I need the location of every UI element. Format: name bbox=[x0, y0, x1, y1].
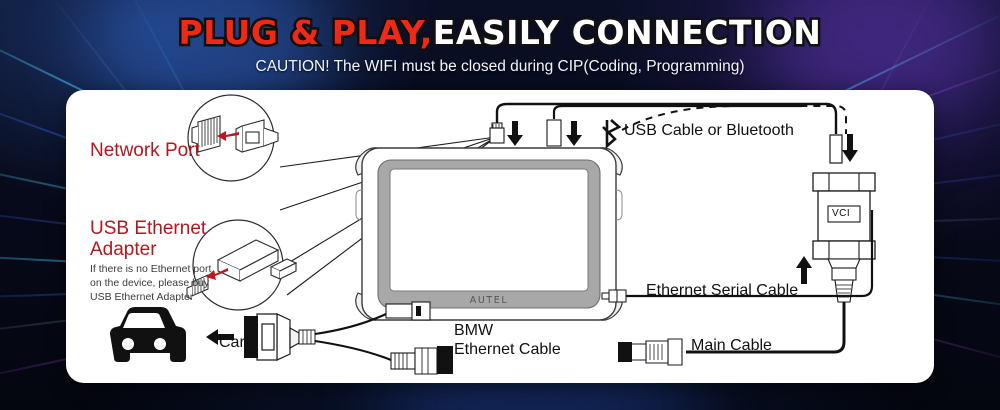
page-subtitle: CAUTION! The WIFI must be closed during … bbox=[255, 58, 745, 75]
label-ethernet-serial-cable: Ethernet Serial Cable bbox=[646, 282, 799, 299]
page-title: PLUG & PLAY,EASILY CONNECTION bbox=[0, 13, 1000, 52]
label-usb-ethernet-adapter-line1: USB Ethernet bbox=[90, 218, 207, 239]
main-cable-path bbox=[686, 302, 846, 354]
connection-diagram: AUTEL bbox=[110, 94, 876, 375]
label-main-cable: Main Cable bbox=[691, 337, 772, 354]
car-icon bbox=[110, 307, 186, 362]
tablet-usb-port bbox=[546, 119, 562, 147]
autel-tablet: AUTEL bbox=[355, 147, 623, 321]
usb-cable-path bbox=[495, 102, 838, 134]
label-usb-cable-or-bluetooth: USB Cable or Bluetooth bbox=[624, 122, 794, 139]
magnifier-network-port-icon bbox=[187, 94, 279, 182]
bmw-ethernet-cable bbox=[244, 301, 453, 375]
label-usb-ethernet-adapter-line2: Adapter bbox=[90, 239, 157, 261]
adapter-note-line2: on the device, please buy bbox=[90, 276, 210, 289]
diagram-panel: AUTEL bbox=[66, 90, 934, 383]
bluetooth-icon bbox=[602, 119, 622, 149]
usb-port-cable-path bbox=[552, 104, 802, 119]
label-bmw-ethernet-cable: BMW Ethernet Cable bbox=[454, 321, 561, 359]
tablet-top-ports bbox=[489, 119, 562, 147]
label-bmw-line2: Ethernet Cable bbox=[454, 341, 561, 359]
adapter-note-line3: USB Ethernet Adapter bbox=[90, 290, 194, 303]
vci-unit bbox=[796, 134, 876, 303]
main-cable-obd-connector bbox=[618, 338, 683, 366]
tablet-brand-label: AUTEL bbox=[470, 295, 509, 306]
arrow-left-icon bbox=[206, 329, 234, 345]
ethernet-serial-plug bbox=[601, 289, 627, 303]
ethernet-serial-cable-path bbox=[626, 210, 874, 298]
arrow-up-icon bbox=[796, 256, 812, 284]
magnifier-usb-adapter-icon bbox=[186, 219, 298, 311]
label-network-port: Network Port bbox=[90, 140, 200, 161]
adapter-note: If there is no Ethernet port on the devi… bbox=[90, 263, 230, 305]
adapter-note-line1: If there is no Ethernet port bbox=[90, 263, 212, 275]
page-title-white: EASILY CONNECTION bbox=[430, 13, 823, 52]
label-vci: VCI bbox=[832, 208, 851, 219]
page-title-red: PLUG & PLAY, bbox=[176, 13, 435, 52]
arrow-down-icon bbox=[842, 134, 858, 162]
arrow-down-icon-group bbox=[507, 121, 582, 146]
bluetooth-wireless-link bbox=[621, 105, 847, 134]
header: PLUG & PLAY,EASILY CONNECTION CAUTION! T… bbox=[0, 13, 1000, 76]
label-bmw-line1: BMW bbox=[454, 322, 494, 339]
label-usb-ethernet-adapter: USB Ethernet Adapter bbox=[90, 218, 206, 261]
label-car: Car bbox=[219, 334, 245, 351]
